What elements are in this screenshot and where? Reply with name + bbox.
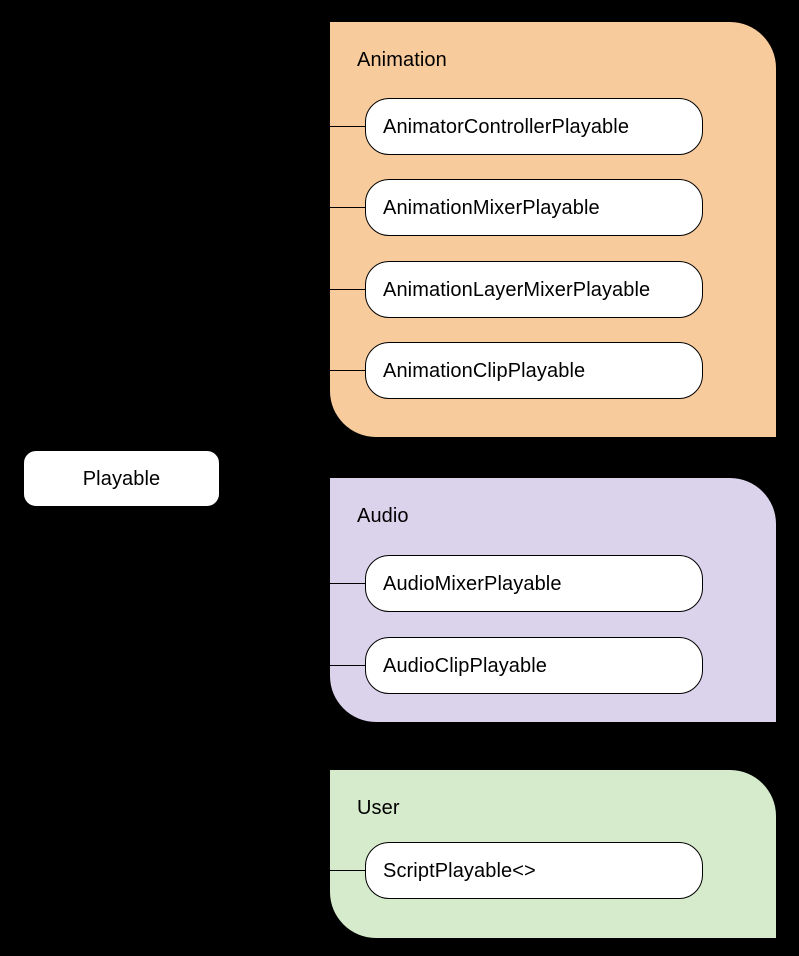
node-playable[interactable]: Playable: [23, 450, 220, 507]
node-animation-1[interactable]: AnimationMixerPlayable: [365, 179, 703, 236]
node-animation-2-label: AnimationLayerMixerPlayable: [383, 278, 651, 301]
connector-user-0: [330, 870, 366, 871]
node-animation-2[interactable]: AnimationLayerMixerPlayable: [365, 261, 703, 318]
connector-animation-0: [330, 126, 366, 127]
node-animation-1-label: AnimationMixerPlayable: [383, 196, 600, 219]
node-playable-label: Playable: [82, 467, 161, 490]
group-audio-title: Audio: [357, 505, 409, 527]
connector-audio-0: [330, 583, 366, 584]
connector-audio-1: [330, 665, 366, 666]
connector-animation-2: [330, 289, 366, 290]
connector-animation-3: [330, 370, 366, 371]
connector-animation-1: [330, 207, 366, 208]
node-audio-1[interactable]: AudioClipPlayable: [365, 637, 703, 694]
node-animation-3[interactable]: AnimationClipPlayable: [365, 342, 703, 399]
node-animation-3-label: AnimationClipPlayable: [383, 359, 586, 382]
node-user-0-label: ScriptPlayable<>: [383, 859, 536, 882]
group-animation-title: Animation: [357, 49, 447, 71]
node-user-0[interactable]: ScriptPlayable<>: [365, 842, 703, 899]
node-animation-0-label: AnimatorControllerPlayable: [383, 115, 630, 138]
node-audio-0-label: AudioMixerPlayable: [383, 572, 562, 595]
node-audio-0[interactable]: AudioMixerPlayable: [365, 555, 703, 612]
group-user-title: User: [357, 797, 400, 819]
node-animation-0[interactable]: AnimatorControllerPlayable: [365, 98, 703, 155]
node-audio-1-label: AudioClipPlayable: [383, 654, 548, 677]
